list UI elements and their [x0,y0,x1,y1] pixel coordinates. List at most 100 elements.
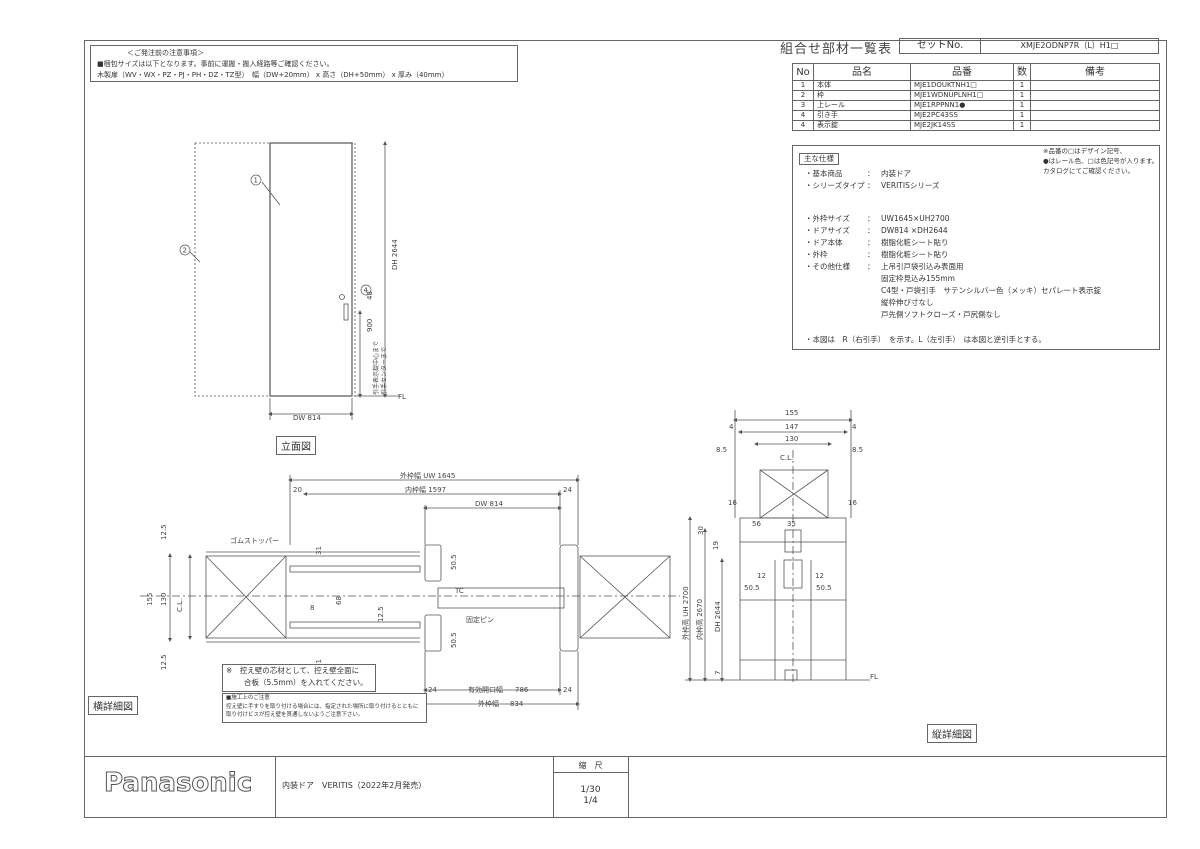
v-12-left: 12 [757,572,766,580]
h-50-top: 50.5 [450,554,458,570]
h-dw: DW 814 [475,500,503,508]
spec-value: DW814 ×DH2644 [881,226,948,235]
spec-extra: 戸先側ソフトクローズ・戸尻側なし [881,310,1001,319]
spec-item: ・外枠サイズ：UW1645×UH2700 [805,214,950,223]
h-8: 8 [310,604,314,612]
v-35: 35 [787,520,796,528]
balloon-2: 2 [183,247,187,255]
set-number-box: セットNo. XMJE2ODNP7R（L）H1□ [899,38,1159,54]
set-number-label: セットNo. [900,39,981,53]
frame-post-top [424,544,442,582]
door-handle [343,303,349,321]
elevation-dw: DW 814 [293,414,321,422]
wall-right [579,555,671,639]
caution-header: ■施工上のご注意 [226,695,270,701]
h-12-mid: 12.5 [377,606,385,622]
spec-value: VERITISシリーズ [881,181,940,190]
spec-note: ※品番の□はデザイン記号、 ●はレール色、□は色記号が入ります。 カタログにてご… [1043,146,1158,176]
balloon-4: 4 [364,287,369,295]
spec-key: ・その他仕様 [805,262,850,271]
h-cl: C.L. [176,599,184,612]
h-24-a: 24 [428,686,437,694]
hanger [784,529,802,553]
elevation-h900: 900 [366,319,374,332]
spec-item: ・ドア本体：樹脂化粧シート貼り [805,238,949,247]
product-name: 内装ドア VERITIS（2022年2月発売） [282,781,427,790]
title-block [84,756,1167,819]
h-31-bottom: 31 [315,659,323,668]
order-notice: ＜ご発注前の注意事項＞ ■梱包サイズは以下となります。事前に運搬・搬入経路等ご確… [90,45,518,82]
leader-1 [261,181,281,206]
jamb-right [559,544,579,652]
parts-table-header: No 品名 品番 数 備考 [792,63,1160,81]
caption-vertical: 縦詳細図 [927,724,977,743]
scale-label: 縮 尺 [578,761,603,770]
warning-line-2: 合板（5.5mm）を入れてください。 [244,678,368,687]
spec-key: ・外枠 [805,250,828,259]
spec-box: ※品番の□はデザイン記号、 ●はレール色、□は色記号が入ります。 カタログにてご… [792,145,1160,350]
spec-value: 内装ドア [881,169,911,178]
scale-1: 1/30 [580,785,601,795]
set-number-value: XMJE2ODNP7R（L）H1□ [1020,41,1119,50]
door-section [437,587,565,609]
wall-warning: ※ 控え壁の芯材として、控え壁全面に 合板（5.5mm）を入れてください。 [222,664,376,692]
notice-line-2: 木製扉（WV・WX・PZ・PJ・PH・DZ・TZ型） 幅（DW+20mm） x … [97,71,449,79]
table-row: 4 表示錠 MJE2JK14SS 1 [792,120,1160,131]
v-inner: 内枠高 2670 [695,599,704,640]
v-dh: DH 2644 [714,601,722,632]
v-4-right: 4 [852,423,857,431]
spec-label: 主な仕様 [799,153,839,165]
spec-item: ・シリーズタイプ：VERITISシリーズ [805,181,940,190]
caption-elevation: 立面図 [276,436,316,455]
top-rail [739,517,847,543]
v-85-right: 8.5 [852,446,863,454]
vertical-detail-view [685,410,870,685]
spec-item: ・その他仕様：上吊引戸袋引込み表面用 [805,262,964,271]
spec-key: ・シリーズタイプ [805,181,865,190]
spec-extra: 縦枠伸び寸なし [881,298,934,307]
h-tc: TC [454,587,464,595]
h-eff-label: 有効開口幅 [468,685,503,694]
v-155: 155 [785,409,798,417]
spec-value: 樹脂化粧シート貼り [881,250,949,259]
elevation-view [189,141,400,420]
spec-key: ・ドアサイズ [805,226,850,235]
construction-caution: ■施工上のご注意 控え壁に手すりを取り付ける場合には、指定された場所に取り付ける… [222,693,427,723]
parts-table-title: 組合せ部材一覧表 [780,42,893,57]
panasonic-logo: Panasonic [103,768,253,799]
scale-2: 1/4 [583,796,598,806]
spec-footer: ・本図は R（右引手） を示す。L（左引手） は本図と逆引手とする。 [805,335,1046,344]
v-4-left: 4 [729,423,734,431]
h-31-top: 31 [315,546,323,555]
handle-note-1: 引手表示錠中心まで [372,341,380,395]
handle-note-2: 引手センターまで [380,347,388,395]
spec-note-line-2: ●はレール色、□は色記号が入ります。 [1043,157,1159,165]
notice-header: ＜ご発注前の注意事項＞ [127,49,204,57]
spec-item: ・外枠：樹脂化粧シート貼り [805,250,949,259]
v-cl: C.L. [780,454,793,462]
table-row: 1 本体 MJE1DOUKTNH1□ 1 [792,80,1160,91]
v-16-left: 16 [728,499,737,507]
h-rubber: ゴムストッパー [230,536,279,545]
frame-post-bottom [424,614,442,652]
v-56: 56 [752,520,761,528]
spec-extra: C4型・戸袋引手 サテンシルバー色（メッキ）セパレート表示錠 [881,286,1102,295]
drawing-frame [84,40,1167,818]
warning-line-1: ※ 控え壁の芯材として、控え壁全面に [226,666,360,675]
v-85-left: 8.5 [716,446,727,454]
v-147: 147 [785,423,798,431]
pocket-rail-bottom [289,621,421,629]
balloon-1: 1 [254,177,258,185]
h-eff-value: 786 [515,686,529,694]
v-fl: FL [870,673,878,681]
h-outer-label: 外枠幅 [478,699,499,708]
spec-item: ・基本商品：内装ドア [805,169,911,178]
spec-key: ・基本商品 [805,169,843,178]
h-24-b: 24 [563,686,572,694]
spec-value: 上吊引戸袋引込み表面用 [881,262,964,271]
v-505-left: 50.5 [744,584,760,592]
spec-value: 樹脂化粧シート貼り [881,238,949,247]
h-24-top: 24 [563,486,572,494]
parts-table: No 品名 品番 数 備考 1 本体 MJE1DOUKTNH1□ 1 2 枠 M… [792,63,1160,131]
h-50-bottom: 50.5 [450,632,458,648]
